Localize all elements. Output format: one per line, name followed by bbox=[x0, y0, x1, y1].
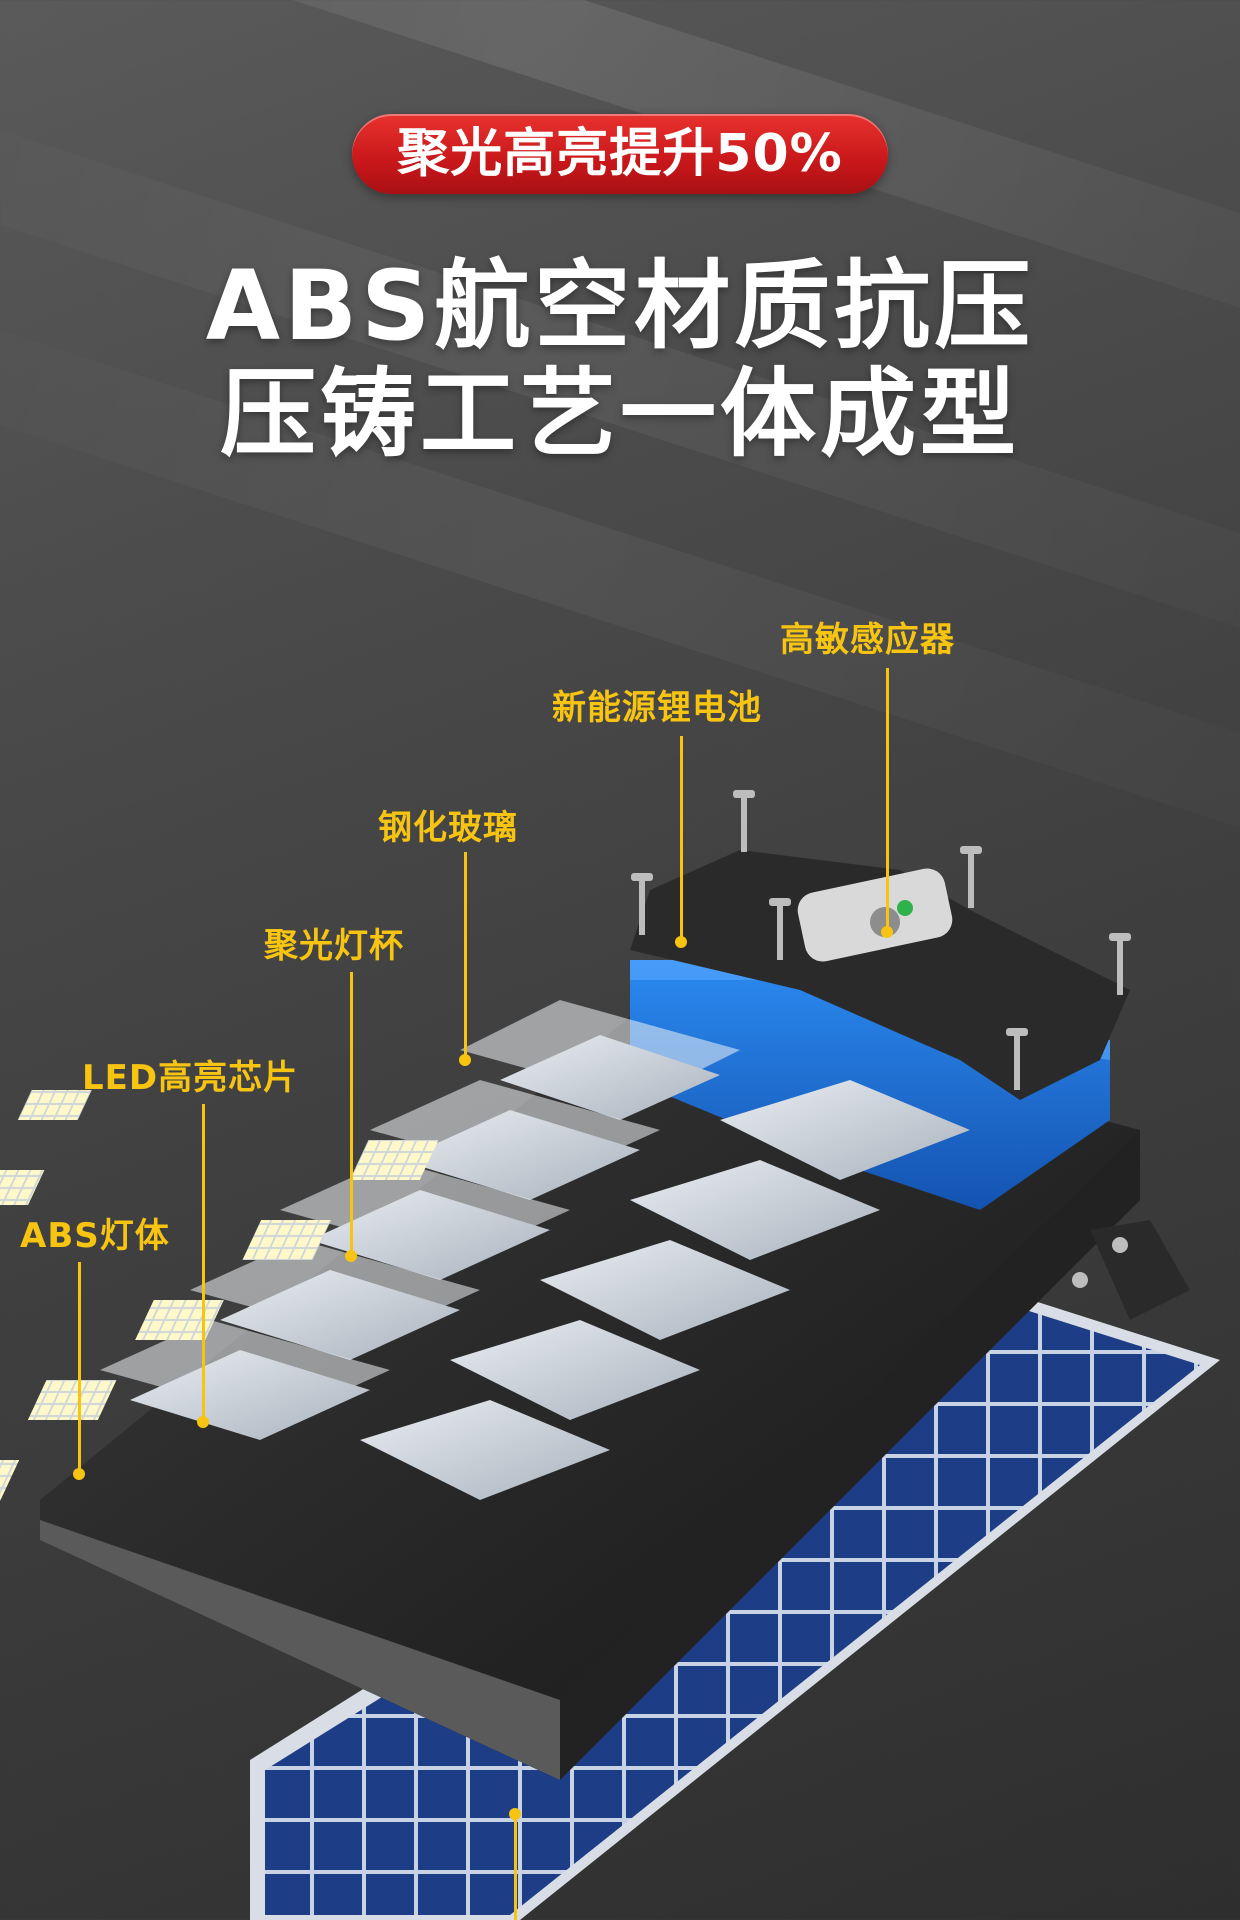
mount-bracket bbox=[1072, 1220, 1190, 1320]
callout-solar-leader bbox=[514, 1816, 517, 1920]
promo-badge: 聚光高亮提升50% bbox=[352, 114, 888, 194]
callout-sensor-dot bbox=[881, 926, 893, 938]
reflector-cups bbox=[0, 1000, 970, 1505]
callout-sensor-leader bbox=[886, 668, 889, 930]
callout-reflector-label: 聚光灯杯 bbox=[264, 926, 404, 966]
callout-body-label: ABS灯体 bbox=[20, 1216, 170, 1256]
callout-reflector-leader bbox=[350, 972, 353, 1254]
callout-reflector-dot bbox=[345, 1250, 357, 1262]
callout-body-leader bbox=[78, 1262, 81, 1472]
headline-line-2: 压铸工艺一体成型 bbox=[220, 358, 1020, 470]
headline-line-1: ABS航空材质抗压 bbox=[205, 250, 1035, 362]
callout-glass-dot bbox=[459, 1054, 471, 1066]
callout-battery-leader bbox=[680, 736, 683, 940]
status-led-icon bbox=[897, 900, 913, 916]
callout-glass-leader bbox=[464, 852, 467, 1058]
callout-battery-label: 新能源锂电池 bbox=[552, 688, 762, 728]
callout-chip-label: LED高亮芯片 bbox=[82, 1058, 299, 1098]
callout-body-dot bbox=[73, 1468, 85, 1480]
callout-chip-dot bbox=[197, 1416, 209, 1428]
screws bbox=[631, 790, 1131, 1090]
callout-sensor-label: 高敏感应器 bbox=[780, 620, 955, 660]
callout-solar-dot bbox=[509, 1808, 521, 1820]
callout-chip-leader bbox=[202, 1104, 205, 1420]
callout-glass-label: 钢化玻璃 bbox=[378, 808, 518, 848]
top-cover bbox=[630, 850, 1130, 1100]
callout-battery-dot bbox=[675, 936, 687, 948]
